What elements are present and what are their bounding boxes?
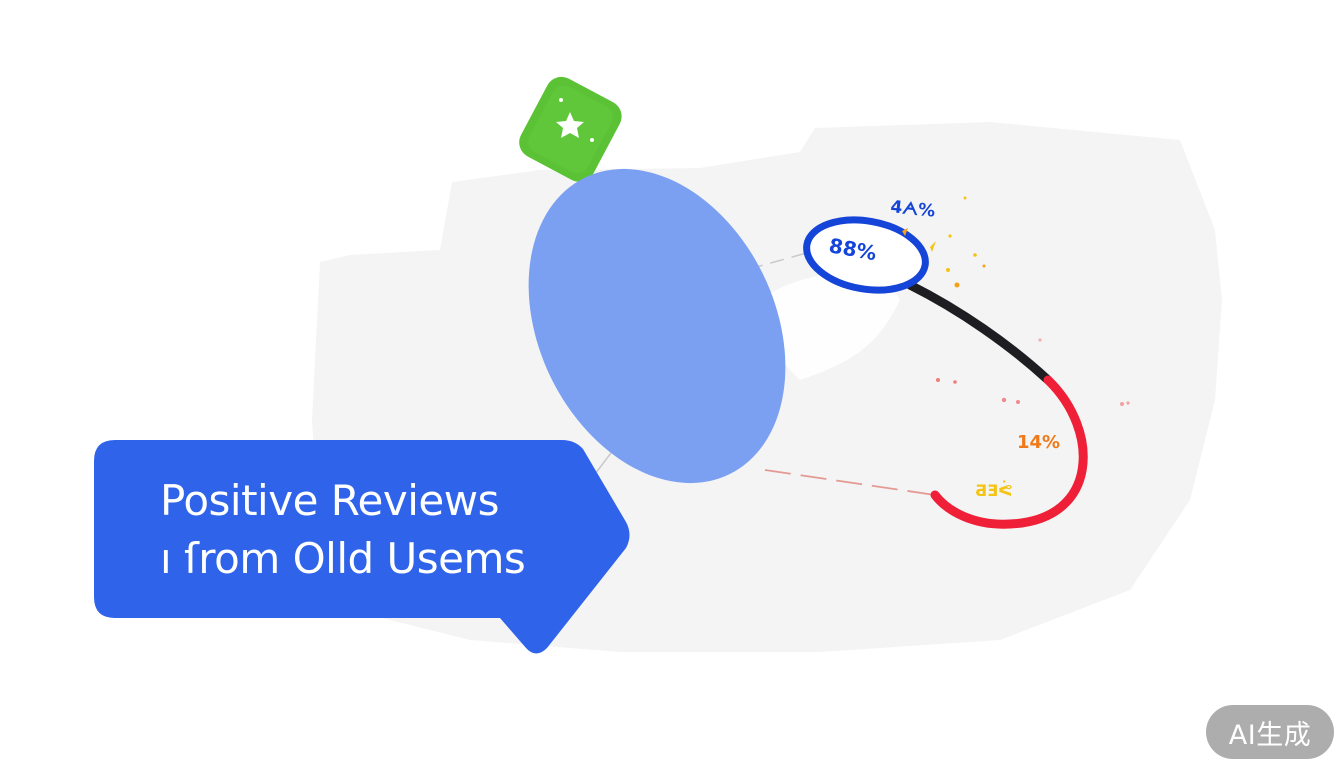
callout-line-1: Positive Reviews [160,476,500,525]
callout-shape [94,440,630,654]
connector-line-top [727,251,811,276]
percent-ring [803,216,929,294]
label-yellow: ƋƎᕚ [975,481,1013,500]
connector-line-bottom [764,469,936,496]
ai-generated-badge: AI生成 [1206,705,1334,759]
red-arc [930,375,1088,529]
black-arc [905,280,1053,385]
star-icon [556,112,584,138]
confetti [902,196,1130,406]
label-orange: 14% [1017,432,1060,453]
callout-line-2: ı ſrom Olld Usems [160,534,526,583]
backdrop-cutout [760,273,900,380]
label-top-right: 4ᗅ% [889,197,936,222]
callout-text: Positive Reviews ı ſrom Olld Usems [160,472,580,588]
tag-dot [590,138,594,142]
tag-dot [559,98,563,102]
blue-ellipse [528,168,786,484]
